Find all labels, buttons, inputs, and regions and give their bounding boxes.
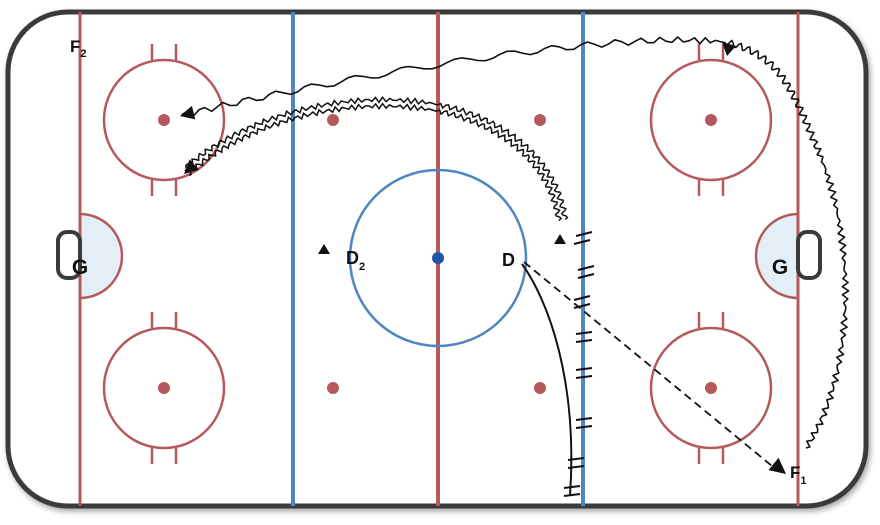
neutral-dot-1	[327, 114, 339, 126]
faceoff-dot-bl	[158, 382, 170, 394]
arrowhead-pass	[768, 457, 786, 474]
skate-path-backward-b	[188, 102, 563, 222]
faceoff-circle-top-left	[102, 44, 226, 196]
stop-hash-mark-6	[573, 303, 591, 309]
stop-hash-mark-9	[575, 367, 593, 371]
faceoff-circle-bottom-right	[649, 312, 773, 464]
skate-path-backward-a	[184, 95, 569, 221]
faceoff-dot-tr	[705, 114, 717, 126]
player-label-f2: F2	[70, 37, 87, 60]
stop-hash-mark-5	[573, 295, 591, 301]
faceoff-circle-bottom-left	[102, 312, 226, 464]
stop-hash-mark-14	[567, 465, 585, 469]
skate-path-carry-long	[181, 36, 850, 449]
stop-hash-mark-1	[575, 231, 593, 237]
skate-path-solid	[521, 263, 573, 497]
player-label-d2: D2	[346, 248, 365, 273]
center-circle	[348, 168, 528, 348]
neutral-dot-4	[534, 382, 546, 394]
faceoff-circle-top-right	[649, 44, 773, 196]
arrowhead-backward	[184, 159, 200, 174]
goalie-label-right: G	[772, 256, 788, 279]
stop-hash-mark-10	[575, 375, 593, 379]
neutral-dot-2	[534, 114, 546, 126]
neutral-dot-3	[327, 382, 339, 394]
stop-hash-mark-8	[575, 339, 593, 343]
stop-hash-mark-12	[575, 425, 593, 429]
goal-crease-left	[78, 212, 124, 300]
player-label-f1: F1	[790, 463, 807, 487]
direction-marker-top	[722, 42, 736, 56]
stop-hash-mark-11	[575, 417, 593, 421]
stop-hash-mark-2	[573, 239, 591, 245]
player-marker-d1	[554, 234, 566, 244]
stop-hash-mark-4	[577, 273, 595, 279]
goalie-label-left: G	[72, 256, 88, 279]
arrowhead-carry-long	[180, 105, 196, 120]
stop-hash-mark-13	[567, 457, 585, 461]
goal-net-left	[56, 230, 82, 280]
goal-crease-right	[754, 212, 800, 300]
player-marker-d2	[318, 244, 330, 254]
goal-net-right	[796, 230, 822, 280]
stop-hash-mark-7	[575, 331, 593, 335]
player-label-d1: D	[502, 250, 515, 270]
stop-hash-mark-3	[577, 265, 595, 271]
center-faceoff-dot	[432, 252, 444, 264]
faceoff-dot-br	[705, 382, 717, 394]
stop-hash-mark-16	[563, 493, 581, 497]
stop-hash-mark-15	[563, 485, 581, 489]
drill-paths	[180, 36, 850, 497]
pass-line-d1-to-f1	[523, 261, 773, 467]
faceoff-dot-tl	[158, 114, 170, 126]
